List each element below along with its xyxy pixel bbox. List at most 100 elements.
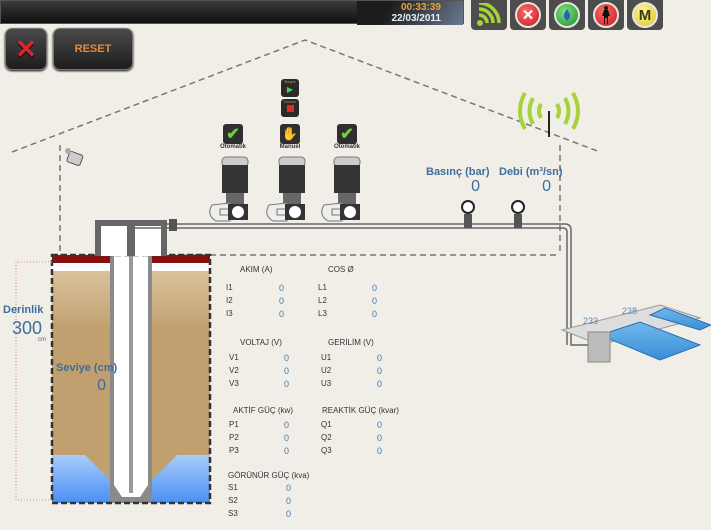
current-value: 0 — [279, 283, 285, 293]
active-power-key: P3 — [229, 446, 239, 455]
security-camera-icon — [65, 148, 84, 166]
active-power-value: 0 — [284, 446, 290, 456]
active-power-value: 0 — [284, 433, 290, 443]
current-value: 0 — [279, 309, 285, 319]
line-voltage-value: 0 — [377, 379, 383, 389]
fan-icon — [289, 206, 301, 218]
pump-2-mode[interactable]: ✋ — [280, 124, 300, 144]
manual-mode-button[interactable]: M — [627, 0, 663, 30]
water-drop-icon — [554, 2, 580, 28]
pump-2-mode-label: Manuel — [279, 144, 301, 150]
apparent-power-key: S2 — [228, 496, 238, 505]
flow-label: Debi (m³/sn) — [499, 166, 563, 178]
swimming-pools — [560, 304, 711, 363]
level-value: 0 — [97, 377, 106, 394]
reset-button[interactable]: RESET — [53, 28, 133, 70]
fan-icon — [344, 206, 356, 218]
pump-1-mode[interactable]: ✔ — [223, 124, 243, 144]
level-label: Seviye (cm) — [56, 362, 118, 374]
cos-value: 0 — [372, 296, 378, 306]
reactive-power-key: Q3 — [321, 446, 332, 455]
manual-mode-icon: M — [632, 2, 658, 28]
antenna-icon — [518, 92, 580, 137]
building-roof-outline — [11, 39, 601, 153]
current-value: 0 — [279, 296, 285, 306]
apparent-power-value: 0 — [286, 496, 292, 506]
water-button[interactable] — [549, 0, 585, 30]
voltage-title: VOLTAJ (V) — [240, 338, 282, 347]
pipe-coupling — [169, 219, 177, 231]
apparent-power-title: GÖRÜNÜR GÜÇ (kva) — [228, 471, 310, 480]
voltage-key: V2 — [229, 366, 239, 375]
pressure-label: Basınç (bar) — [426, 166, 490, 178]
line-voltage-key: U3 — [321, 379, 332, 388]
apparent-power-key: S1 — [228, 483, 238, 492]
pump-2-start-button[interactable]: Başlat ▶ — [281, 79, 299, 97]
main-pipe — [128, 223, 590, 346]
pump-1-mode-label: Otomatik — [219, 144, 246, 150]
active-power-title: AKTİF GÜÇ (kw) — [233, 406, 293, 415]
play-icon: ▶ — [286, 85, 294, 94]
person-alarm-icon — [593, 2, 619, 28]
apparent-power-key: S3 — [228, 509, 238, 518]
cos-value: 0 — [372, 283, 378, 293]
current-key: I1 — [226, 283, 233, 292]
line-voltage-value: 0 — [377, 353, 383, 363]
pressure-gauge-icon — [461, 200, 475, 214]
line-voltage-value: 0 — [377, 366, 383, 376]
reactive-power-key: Q2 — [321, 433, 332, 442]
line-voltage-title: GERİLİM (V) — [328, 338, 374, 347]
close-button[interactable]: ✕ — [5, 28, 47, 70]
flow-sensor-body — [514, 214, 522, 228]
auto-check-icon[interactable]: ✔ — [337, 124, 357, 144]
manual-hand-icon[interactable]: ✋ — [280, 124, 300, 144]
reactive-power-value: 0 — [377, 433, 383, 443]
active-power-key: P2 — [229, 433, 239, 442]
wireless-button[interactable] — [471, 0, 507, 30]
pressure-sensor-body — [464, 214, 472, 228]
pool-2-label: 238 — [622, 306, 638, 316]
cos-key: L2 — [318, 296, 327, 305]
wireless-signal-icon — [477, 3, 501, 26]
current-key: I2 — [226, 296, 233, 305]
auto-check-icon[interactable]: ✔ — [223, 124, 243, 144]
reactive-power-value: 0 — [377, 446, 383, 456]
clock-date: 22/03/2011 — [391, 13, 442, 24]
apparent-power-value: 0 — [286, 483, 292, 493]
cos-key: L1 — [318, 283, 327, 292]
pump-2 — [266, 156, 306, 222]
stop-button[interactable]: ✕ — [510, 0, 546, 30]
voltage-value: 0 — [284, 353, 290, 363]
clock-time: 00:33:39 — [400, 2, 441, 13]
active-power-key: P1 — [229, 420, 239, 429]
person-alarm-button[interactable] — [588, 0, 624, 30]
cos-title: COS Ø — [328, 265, 354, 274]
line-voltage-key: U2 — [321, 366, 332, 375]
pump-2-stop-button[interactable]: Durdur — [281, 99, 299, 117]
reactive-power-key: Q1 — [321, 420, 332, 429]
stop-x-icon: ✕ — [515, 2, 541, 28]
voltage-value: 0 — [284, 366, 290, 376]
reset-label: RESET — [74, 43, 112, 55]
reactive-power-title: REAKTİK GÜÇ (kvar) — [322, 406, 399, 415]
clock-display: 00:33:39 22/03/2011 — [357, 1, 463, 25]
pump-1 — [209, 156, 249, 222]
current-title: AKIM (A) — [240, 265, 273, 274]
pump-3 — [321, 156, 361, 222]
depth-label: Derinlik — [3, 304, 44, 316]
top-status-bar: 00:33:39 22/03/2011 — [0, 0, 464, 25]
active-power-value: 0 — [284, 420, 290, 430]
flow-meter-icon — [511, 200, 525, 214]
voltage-key: V3 — [229, 379, 239, 388]
close-icon: ✕ — [15, 33, 37, 64]
line-voltage-key: U1 — [321, 353, 332, 362]
well — [15, 220, 212, 505]
depth-value: 300 — [12, 318, 43, 338]
flow-value: 0 — [542, 178, 551, 195]
apparent-power-value: 0 — [286, 509, 292, 519]
reactive-power-value: 0 — [377, 420, 383, 430]
voltage-key: V1 — [229, 353, 239, 362]
pump-3-mode-label: Otomatik — [333, 144, 360, 150]
pump-3-mode[interactable]: ✔ — [337, 124, 357, 144]
